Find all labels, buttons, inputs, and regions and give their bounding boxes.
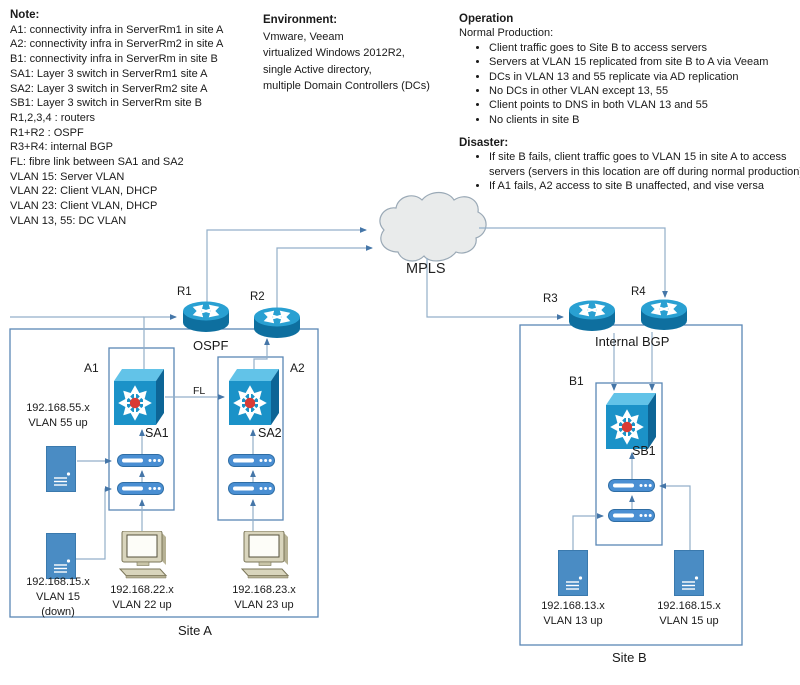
desktop-client-23-icon [238, 531, 290, 579]
r2-label: R2 [250, 291, 265, 303]
operation-item: Client traffic goes to Site B to access … [489, 41, 800, 55]
tower-server-13-icon [558, 550, 588, 596]
sa1-label: SA1 [145, 426, 169, 440]
note-line: VLAN 23: Client VLAN, DHCP [10, 200, 158, 213]
note-line: SA1: Layer 3 switch in ServerRm1 site A [10, 67, 208, 80]
environment-line: Vmware, Veeam [263, 30, 344, 43]
a1-label: A1 [84, 361, 99, 375]
a2-box [217, 356, 284, 521]
site-b-box [519, 324, 743, 646]
mpls-cloud-icon [379, 191, 487, 262]
client23-vlan: VLAN 23 up [234, 599, 294, 611]
operation-list: Client traffic goes to Site B to access … [459, 41, 800, 127]
environment-line: multiple Domain Controllers (DCs) [263, 80, 430, 93]
server15a-ip: 192.168.15.x [26, 576, 90, 588]
client22-ip: 192.168.22.x [110, 584, 174, 596]
disaster-list: If site B fails, client traffic goes to … [459, 150, 800, 193]
note-line: R3+R4: internal BGP [10, 141, 114, 154]
note-line: SB1: Layer 3 switch in ServerRm site B [10, 97, 202, 110]
operation-item: DCs in VLAN 13 and 55 replicate via AD r… [489, 70, 800, 84]
b1-rack-top-icon [608, 479, 655, 492]
disaster-item: If A1 fails, A2 access to site B unaffec… [489, 179, 800, 193]
environment-line: virtualized Windows 2012R2, [263, 47, 405, 60]
environment-line: single Active directory, [263, 63, 372, 76]
note-legend: Note: A1: connectivity infra in ServerRm… [10, 8, 262, 229]
server13-vlan: VLAN 13 up [543, 615, 603, 627]
server15a-vlan: VLAN 15 [35, 591, 81, 603]
mpls-label: MPLS [406, 261, 446, 277]
site-a-label: Site A [178, 623, 212, 638]
disaster-block: Disaster: If site B fails, client traffi… [459, 136, 800, 194]
site-b-label: Site B [612, 650, 647, 665]
note-line: SA2: Layer 3 switch in ServerRm2 site A [10, 82, 208, 95]
r4-label: R4 [631, 286, 646, 298]
ospf-label: OSPF [193, 338, 229, 353]
links [76, 227, 691, 560]
environment-title: Environment: [263, 14, 338, 26]
client22-vlan: VLAN 22 up [112, 599, 172, 611]
server15a-label: 192.168.15.x VLAN 15 (down) [17, 575, 99, 620]
server55-vlan: VLAN 55 up [28, 417, 88, 429]
tower-server-15b-icon [674, 550, 704, 596]
operation-title: Operation [459, 13, 514, 25]
fl-link-label: FL [193, 385, 206, 397]
disaster-item: If site B fails, client traffic goes to … [489, 150, 800, 179]
note-line: A1: connectivity infra in ServerRm1 in s… [10, 23, 224, 36]
sb1-label: SB1 [632, 444, 656, 458]
environment-block: Environment: Vmware, Veeam virtualized W… [263, 12, 453, 95]
note-line: VLAN 13, 55: DC VLAN [10, 214, 127, 227]
operation-item: No DCs in other VLAN except 13, 55 [489, 84, 800, 98]
server13-label: 192.168.13.x VLAN 13 up [531, 599, 615, 629]
operation-subtitle: Normal Production: [459, 27, 554, 40]
server55-label: 192.168.55.x VLAN 55 up [17, 401, 99, 431]
note-line: A2: connectivity infra in ServerRm2 in s… [10, 38, 224, 51]
tower-server-15-icon [46, 533, 76, 579]
site-a-box [9, 328, 319, 618]
server13-ip: 192.168.13.x [541, 600, 605, 612]
b1-rack-bottom-icon [608, 509, 655, 522]
operation-item: Client points to DNS in both VLAN 13 and… [489, 98, 800, 112]
note-line: FL: fibre link between SA1 and SA2 [10, 156, 184, 169]
l3-switch-sa2-icon [229, 369, 279, 425]
a2-rack-top-icon [228, 454, 275, 467]
server55-ip: 192.168.55.x [26, 402, 90, 414]
client23-ip: 192.168.23.x [232, 584, 296, 596]
a1-rack-bottom-icon [117, 482, 164, 495]
client22-label: 192.168.22.x VLAN 22 up [101, 583, 183, 613]
note-line: B1: connectivity infra in ServerRm in si… [10, 53, 218, 66]
client23-label: 192.168.23.x VLAN 23 up [223, 583, 305, 613]
l3-switch-sa1-icon [114, 369, 164, 425]
server15b-vlan: VLAN 15 up [659, 615, 719, 627]
server15a-status: (down) [41, 606, 75, 618]
server15b-label: 192.168.15.x VLAN 15 up [647, 599, 731, 629]
router-r3-icon [568, 300, 616, 332]
l3-switch-sb1-icon [606, 393, 656, 449]
note-line: R1+R2 : OSPF [10, 126, 84, 139]
a2-rack-bottom-icon [228, 482, 275, 495]
sa2-label: SA2 [258, 426, 282, 440]
server15b-ip: 192.168.15.x [657, 600, 721, 612]
note-line: R1,2,3,4 : routers [10, 111, 95, 124]
internal-bgp-label: Internal BGP [595, 334, 670, 349]
b1-box [595, 382, 663, 546]
a1-rack-top-icon [117, 454, 164, 467]
note-line: VLAN 15: Server VLAN [10, 170, 125, 183]
disaster-title: Disaster: [459, 137, 509, 149]
a2-label: A2 [290, 361, 305, 375]
b1-label: B1 [569, 374, 584, 388]
r3-label: R3 [543, 293, 558, 305]
operation-block: Operation Normal Production: Client traf… [459, 12, 800, 127]
operation-item: Servers at VLAN 15 replicated from site … [489, 55, 800, 69]
router-r2-icon [253, 307, 301, 339]
tower-server-55-icon [46, 446, 76, 492]
note-line: VLAN 22: Client VLAN, DHCP [10, 185, 158, 198]
r1-label: R1 [177, 286, 192, 298]
desktop-client-22-icon [116, 531, 168, 579]
router-r1-icon [182, 301, 230, 333]
operation-item: No clients in site B [489, 113, 800, 127]
router-r4-icon [640, 299, 688, 331]
note-title: Note: [10, 9, 40, 21]
